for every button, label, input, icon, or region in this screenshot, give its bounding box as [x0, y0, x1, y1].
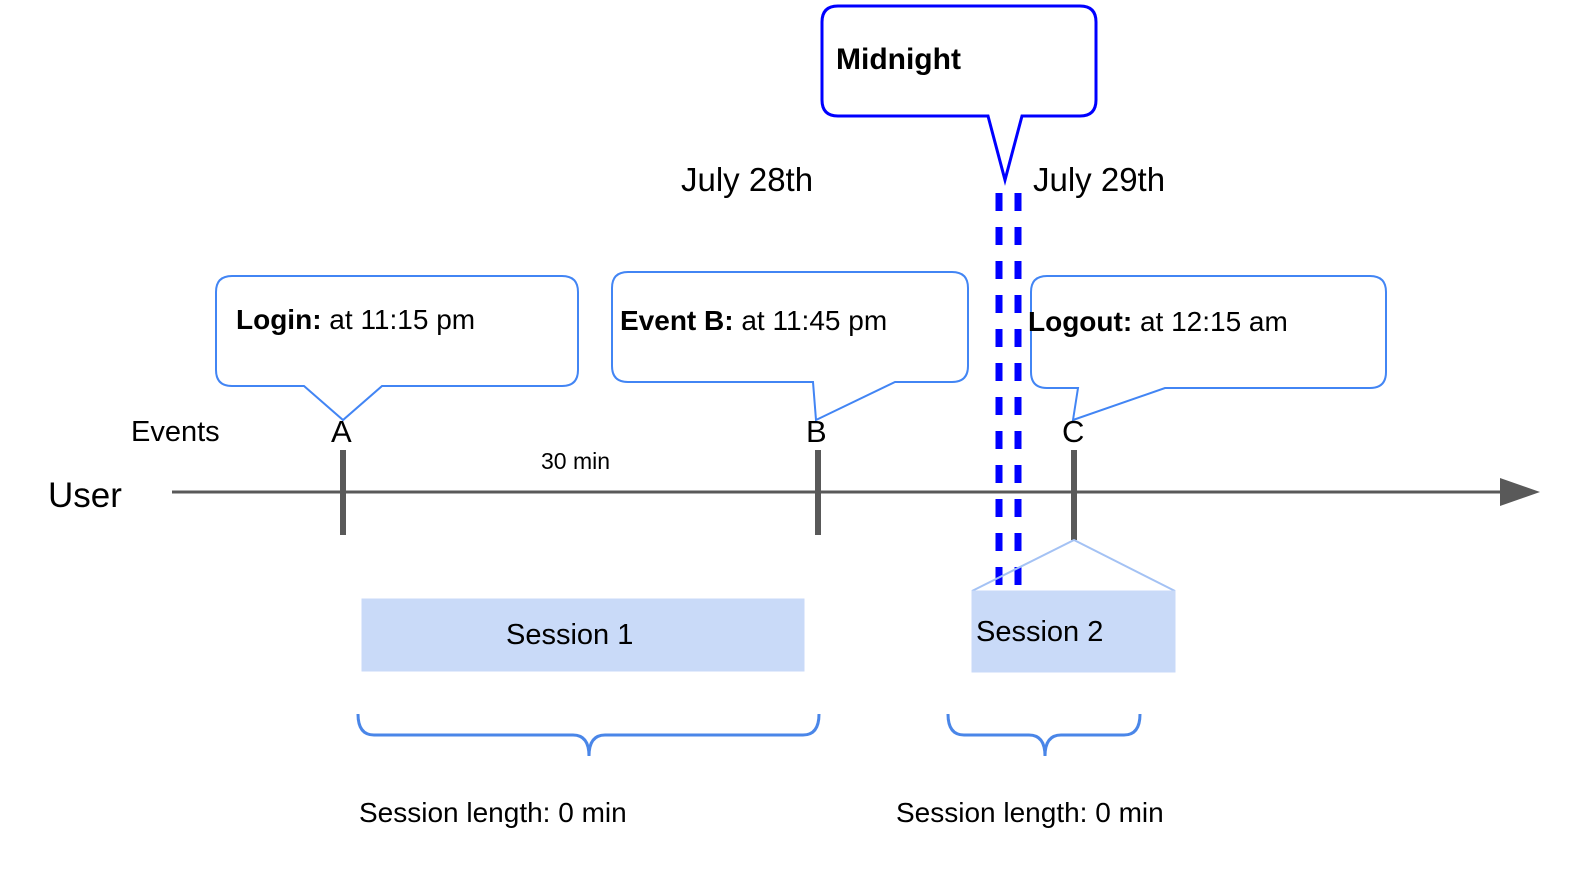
- event-marker-label-a: A: [331, 414, 352, 449]
- session-2-brace: [946, 713, 1142, 757]
- callout-login-rest: at 11:15 pm: [321, 304, 476, 335]
- date-label-july-29: July 29th: [1033, 161, 1166, 198]
- callout-label-login: Login: at 11:15 pm: [236, 306, 475, 334]
- interval-label: 30 min: [541, 448, 611, 474]
- arrow-right-icon: [1500, 478, 1540, 506]
- callout-logout-rest: at 12:15 am: [1132, 306, 1288, 337]
- session-1-label: Session 1: [506, 619, 634, 651]
- callout-event-b-rest: at 11:45 pm: [733, 305, 888, 336]
- session-1-box: [361, 598, 805, 672]
- callout-label-logout: Logout: at 12:15 am: [1028, 308, 1288, 336]
- callout-shape-login: [215, 275, 579, 422]
- callout-event-b-bold: Event B:: [620, 305, 734, 336]
- session-2-length-label: Session length: 0 min: [896, 797, 1164, 828]
- callout-label-event-b: Event B: at 11:45 pm: [620, 307, 887, 335]
- session-2-connector: [971, 538, 1176, 592]
- session-2-box: [971, 590, 1176, 673]
- event-marker-label-b: B: [806, 414, 827, 449]
- session-2-label: Session 2: [976, 616, 1104, 648]
- session-1-length-label: Session length: 0 min: [359, 797, 627, 828]
- user-row-label: User: [48, 476, 122, 515]
- midnight-callout-shape: [820, 4, 1098, 186]
- date-label-july-28: July 28th: [681, 161, 814, 198]
- midnight-callout-label: Midnight: [836, 43, 961, 76]
- callout-shape-logout: [1030, 275, 1387, 422]
- events-row-label: Events: [131, 416, 220, 448]
- callout-login-bold: Login:: [236, 304, 322, 335]
- callout-shape-event-b: [611, 271, 969, 422]
- callout-logout-bold: Logout:: [1028, 306, 1133, 337]
- event-marker-label-c: C: [1062, 414, 1085, 449]
- session-1-brace: [356, 713, 821, 757]
